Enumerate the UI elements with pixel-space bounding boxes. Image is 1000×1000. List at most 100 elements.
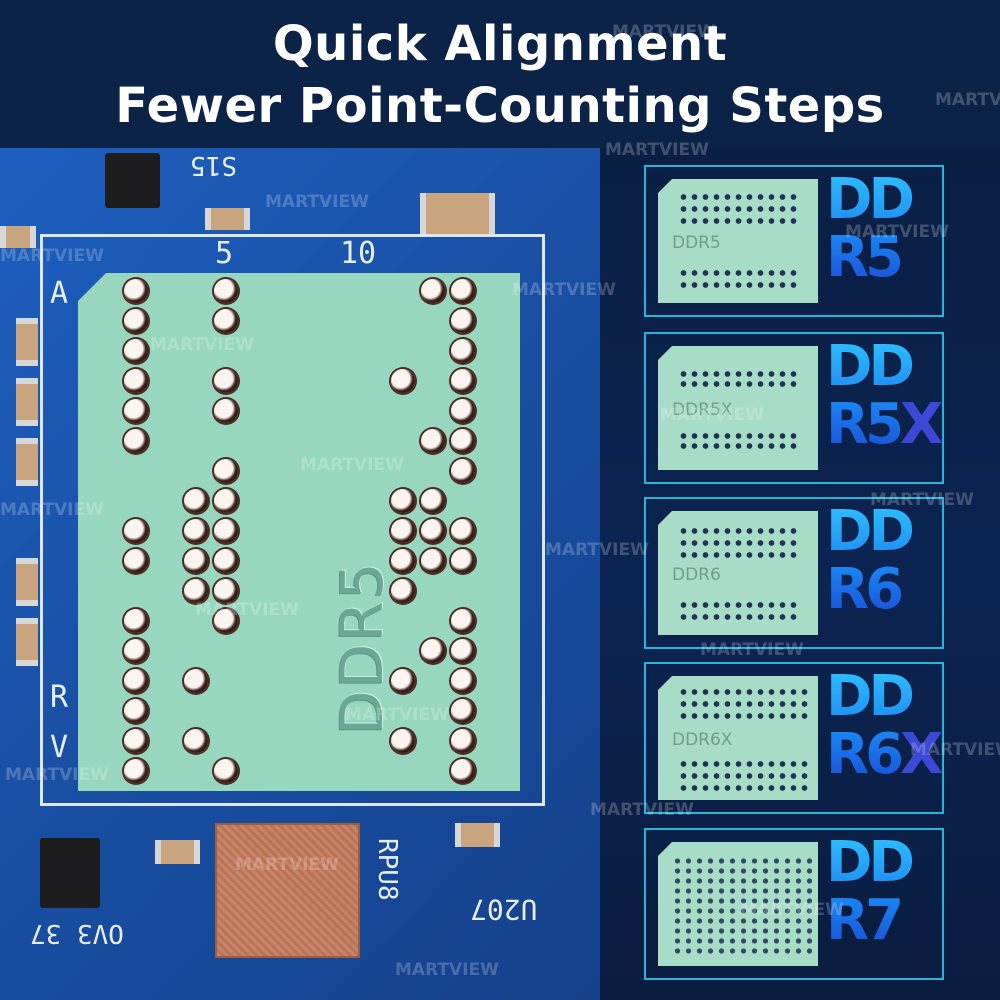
solder-ball: [451, 639, 475, 663]
solder-ball: [451, 309, 475, 333]
solder-ball: [184, 549, 208, 573]
watermark: MARTVIEW: [512, 280, 616, 300]
solder-ball: [451, 729, 475, 753]
watermark: MARTVIEW: [545, 540, 649, 560]
watermark: MARTVIEW: [870, 490, 974, 510]
watermark: MARTVIEW: [300, 455, 404, 475]
solder-ball: [184, 519, 208, 543]
watermark: MARTVIEW: [195, 600, 299, 620]
solder-ball: [214, 519, 238, 543]
solder-ball: [391, 519, 415, 543]
solder-ball: [421, 549, 445, 573]
chip-thumbnail: DDR5X: [658, 346, 818, 470]
solder-ball: [124, 639, 148, 663]
copper-pad: [215, 823, 360, 958]
watermark: MARTVIEW: [700, 640, 804, 660]
solder-ball: [214, 579, 238, 603]
solder-ball: [451, 519, 475, 543]
watermark: MARTVIEW: [5, 765, 109, 785]
solder-ball: [124, 399, 148, 423]
silk-u207: U207: [470, 893, 538, 926]
watermark: MARTVIEW: [845, 222, 949, 242]
ic-component: [40, 838, 100, 908]
ball-row: [678, 193, 798, 201]
solder-ball: [391, 369, 415, 393]
ball-row: [678, 442, 798, 450]
solder-ball: [214, 609, 238, 633]
solder-ball: [421, 639, 445, 663]
silk-ov3: OV3 37: [30, 918, 124, 948]
ball-row: [678, 380, 798, 388]
solder-ball: [124, 759, 148, 783]
solder-ball: [421, 489, 445, 513]
solder-ball: [451, 399, 475, 423]
watermark: MARTVIEW: [0, 500, 104, 520]
thumb-label: DDR5X: [672, 400, 733, 420]
watermark: MARTVIEW: [605, 140, 709, 160]
card-title-line2: R5: [826, 392, 901, 457]
headline-line-1: Quick Alignment: [272, 16, 728, 72]
smd-component: [16, 618, 38, 666]
solder-ball: [124, 519, 148, 543]
solder-ball: [124, 609, 148, 633]
solder-ball: [391, 549, 415, 573]
ddr5-chip: DDR5: [78, 273, 520, 791]
solder-ball: [451, 279, 475, 303]
solder-ball: [184, 669, 208, 693]
solder-ball: [451, 759, 475, 783]
ball-row: [678, 205, 798, 213]
solder-ball: [124, 549, 148, 573]
solder-ball: [214, 399, 238, 423]
watermark: MARTVIEW: [590, 800, 694, 820]
chip-thumbnail: [658, 842, 818, 966]
silk-row-a: A: [50, 276, 69, 311]
ic-component: [105, 153, 160, 208]
chip-outline: [40, 234, 545, 806]
card-title-line2: R6: [826, 722, 901, 787]
watermark: MARTVIEW: [150, 335, 254, 355]
smd-component: [420, 193, 495, 235]
card-title-line2: R7: [826, 888, 901, 953]
watermark: MARTVIEW: [235, 855, 339, 875]
ball-row: [678, 217, 798, 225]
watermark: MARTVIEW: [345, 705, 449, 725]
smd-component: [16, 558, 38, 606]
headline-line-2: Fewer Point-Counting Steps: [115, 78, 885, 134]
ball-row: [678, 784, 808, 792]
solder-ball: [451, 669, 475, 693]
solder-ball: [421, 519, 445, 543]
solder-ball: [214, 759, 238, 783]
card-title-suffix: X: [900, 392, 943, 457]
silk-s15: S15: [190, 150, 237, 180]
watermark: MARTVIEW: [265, 192, 369, 212]
solder-ball: [391, 579, 415, 603]
chip-thumbnail: DDR6X: [658, 676, 818, 800]
solder-ball: [451, 609, 475, 633]
thumb-label: DDR5: [672, 233, 721, 253]
watermark: MARTVIEW: [660, 405, 764, 425]
smd-component: [455, 823, 500, 847]
ball-grid: [672, 856, 812, 956]
ball-row: [678, 613, 798, 621]
solder-ball: [214, 489, 238, 513]
thumb-label: DDR6X: [672, 730, 733, 750]
ball-row: [678, 269, 798, 277]
solder-ball: [451, 369, 475, 393]
card-title-line1: DD: [826, 830, 911, 895]
solder-ball: [124, 699, 148, 723]
solder-ball: [214, 309, 238, 333]
ball-row: [678, 551, 798, 559]
ball-row: [678, 539, 798, 547]
solder-ball: [184, 729, 208, 753]
card-title-line1: DD: [826, 334, 911, 399]
smd-component: [205, 208, 250, 230]
smd-component: [16, 378, 38, 426]
solder-ball: [391, 669, 415, 693]
solder-ball: [451, 429, 475, 453]
